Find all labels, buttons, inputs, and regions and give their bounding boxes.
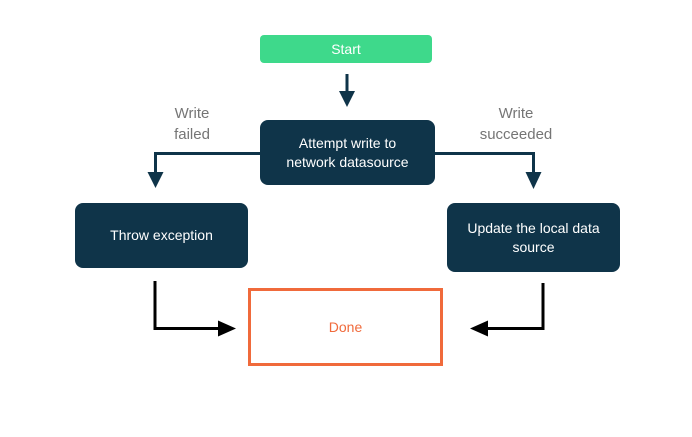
node-done-label: Done: [328, 319, 363, 335]
arrow-attempt-to-throw: [147, 152, 260, 188]
arrow-attempt-to-update: [435, 152, 542, 189]
arrow-update-to-done: [470, 283, 545, 337]
node-start-label: Start: [331, 41, 361, 57]
node-update-local-data: Update the local data source: [447, 203, 620, 272]
edge-label-write-succeeded: Write succeeded: [479, 105, 553, 143]
node-attempt-write: Attempt write to network datasource: [260, 120, 435, 185]
node-done: Done: [248, 288, 443, 366]
edge-label-write-failed: Write failed: [174, 105, 210, 143]
arrow-start-to-attempt: [339, 74, 355, 107]
node-throw-exception: Throw exception: [75, 203, 248, 268]
node-throw-exception-label: Throw exception: [110, 227, 213, 244]
node-start: Start: [260, 35, 432, 63]
node-attempt-write-label: Attempt write to network datasource: [286, 134, 409, 170]
node-update-local-data-label: Update the local data source: [467, 219, 600, 255]
arrow-throw-to-done: [153, 281, 236, 337]
